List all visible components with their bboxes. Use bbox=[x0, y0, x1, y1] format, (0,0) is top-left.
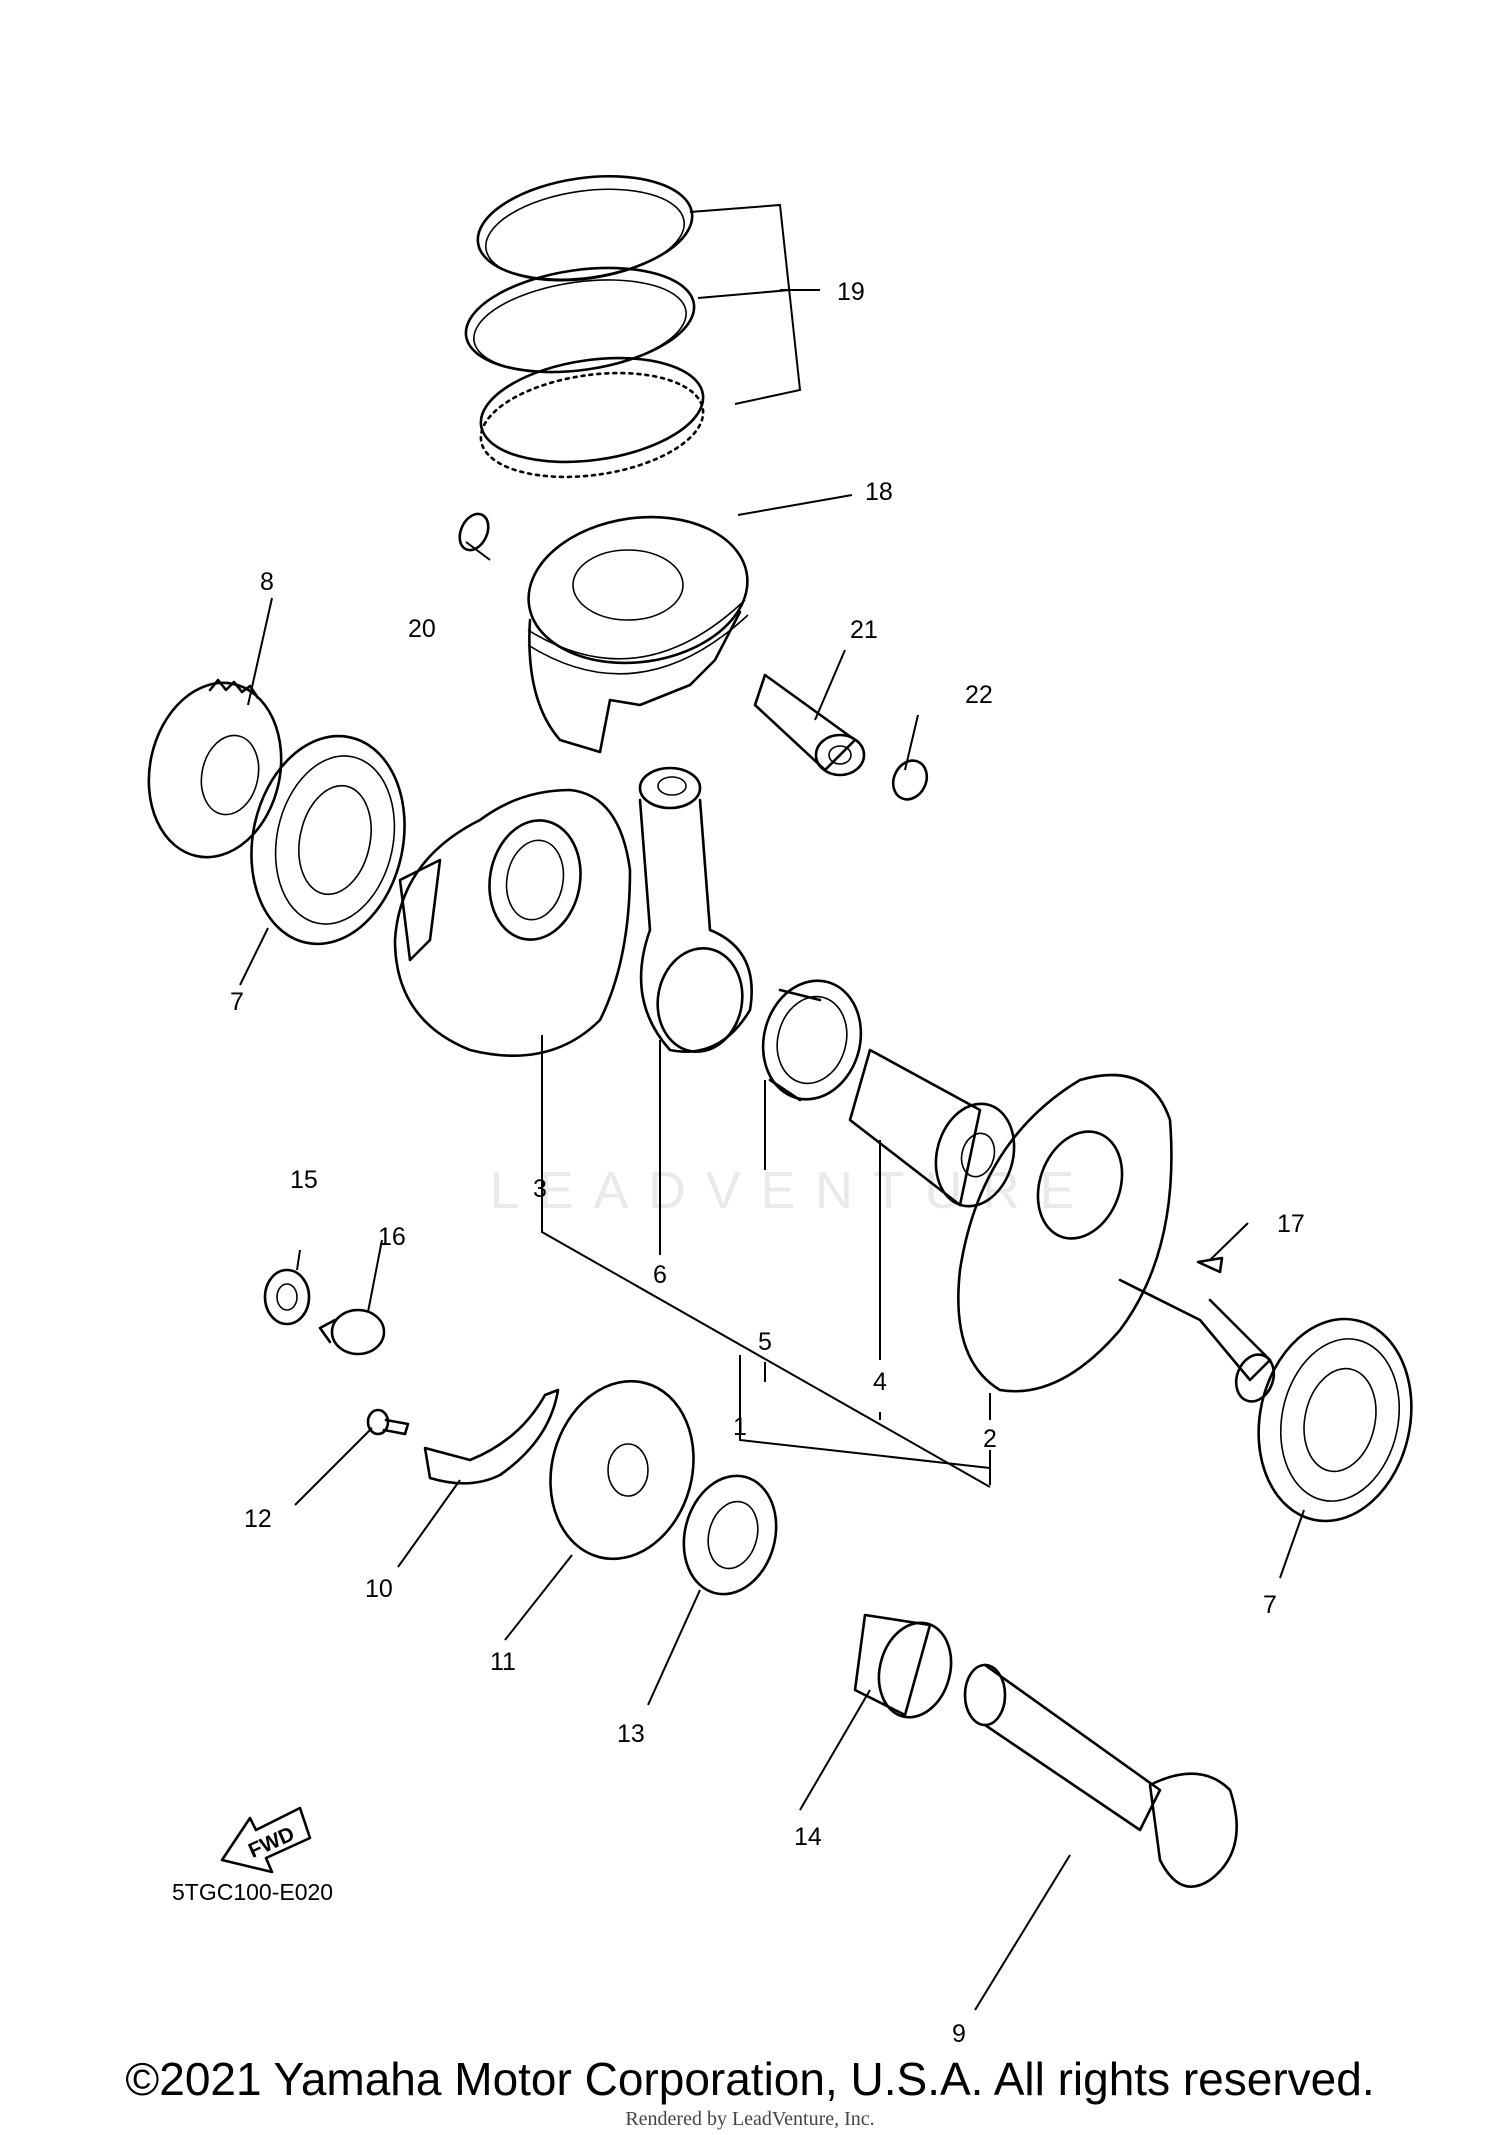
callout-5: 5 bbox=[758, 1328, 772, 1356]
copyright-notice: ©2021 Yamaha Motor Corporation, U.S.A. A… bbox=[125, 2053, 1375, 2105]
nut[interactable] bbox=[263, 1268, 311, 1326]
balancer-weight[interactable] bbox=[423, 1388, 560, 1485]
callout-16: 16 bbox=[378, 1223, 406, 1251]
crank-wheel-left[interactable] bbox=[393, 788, 632, 1057]
callout-8: 8 bbox=[260, 568, 274, 596]
callout-15: 15 bbox=[290, 1166, 318, 1194]
callout-13: 13 bbox=[617, 1720, 645, 1748]
balancer-drive-gear[interactable] bbox=[531, 1365, 713, 1575]
crank-pin[interactable] bbox=[848, 1048, 1025, 1215]
callout-7-right: 7 bbox=[1263, 1591, 1277, 1619]
balancer-needle-bearing[interactable] bbox=[853, 1613, 961, 1726]
callout-18: 18 bbox=[865, 478, 893, 506]
piston-pin-clip-right[interactable] bbox=[887, 755, 933, 805]
lock-washer[interactable] bbox=[318, 1308, 386, 1356]
crank-wheel-right[interactable] bbox=[957, 1073, 1280, 1407]
callout-19: 19 bbox=[837, 278, 865, 306]
callout-22: 22 bbox=[965, 681, 993, 709]
callout-2: 2 bbox=[983, 1425, 997, 1453]
piston-rings[interactable] bbox=[459, 163, 710, 490]
crank-bearing-right[interactable] bbox=[1240, 1305, 1429, 1536]
forward-arrow-icon: FWD bbox=[220, 1806, 312, 1874]
connecting-rod[interactable] bbox=[638, 766, 753, 1059]
callout-12: 12 bbox=[244, 1505, 272, 1533]
callout-11: 11 bbox=[490, 1648, 516, 1676]
callout-14: 14 bbox=[794, 1823, 822, 1851]
callout-1: 1 bbox=[733, 1413, 747, 1441]
callout-6: 6 bbox=[653, 1261, 667, 1289]
callout-17: 17 bbox=[1277, 1210, 1305, 1238]
callout-21: 21 bbox=[850, 616, 878, 644]
needle-bearing[interactable] bbox=[750, 970, 874, 1111]
callout-4: 4 bbox=[873, 1368, 887, 1396]
leader-lines bbox=[239, 203, 1305, 2011]
primary-drive-gear[interactable] bbox=[133, 670, 297, 869]
piston-pin-clip-left[interactable] bbox=[454, 509, 494, 554]
crank-bearing-left[interactable] bbox=[233, 722, 423, 959]
rendered-by-credit: Rendered by LeadVenture, Inc. bbox=[625, 2108, 875, 2130]
callout-3: 3 bbox=[533, 1175, 547, 1203]
piston-pin[interactable] bbox=[753, 673, 866, 777]
balancer-bearing[interactable] bbox=[671, 1465, 789, 1604]
piston[interactable] bbox=[519, 503, 757, 754]
callout-9: 9 bbox=[952, 2020, 966, 2048]
callout-10: 10 bbox=[365, 1575, 393, 1603]
woodruff-key[interactable] bbox=[1196, 1256, 1224, 1274]
callout-7-left: 7 bbox=[230, 988, 244, 1016]
watermark: LEADVENTURE bbox=[490, 1162, 1094, 1220]
bolt[interactable] bbox=[366, 1408, 410, 1436]
diagram-reference-code: 5TGC100-E020 bbox=[172, 1879, 333, 1905]
callout-20: 20 bbox=[408, 615, 436, 643]
balancer-shaft[interactable] bbox=[963, 1663, 1238, 1888]
